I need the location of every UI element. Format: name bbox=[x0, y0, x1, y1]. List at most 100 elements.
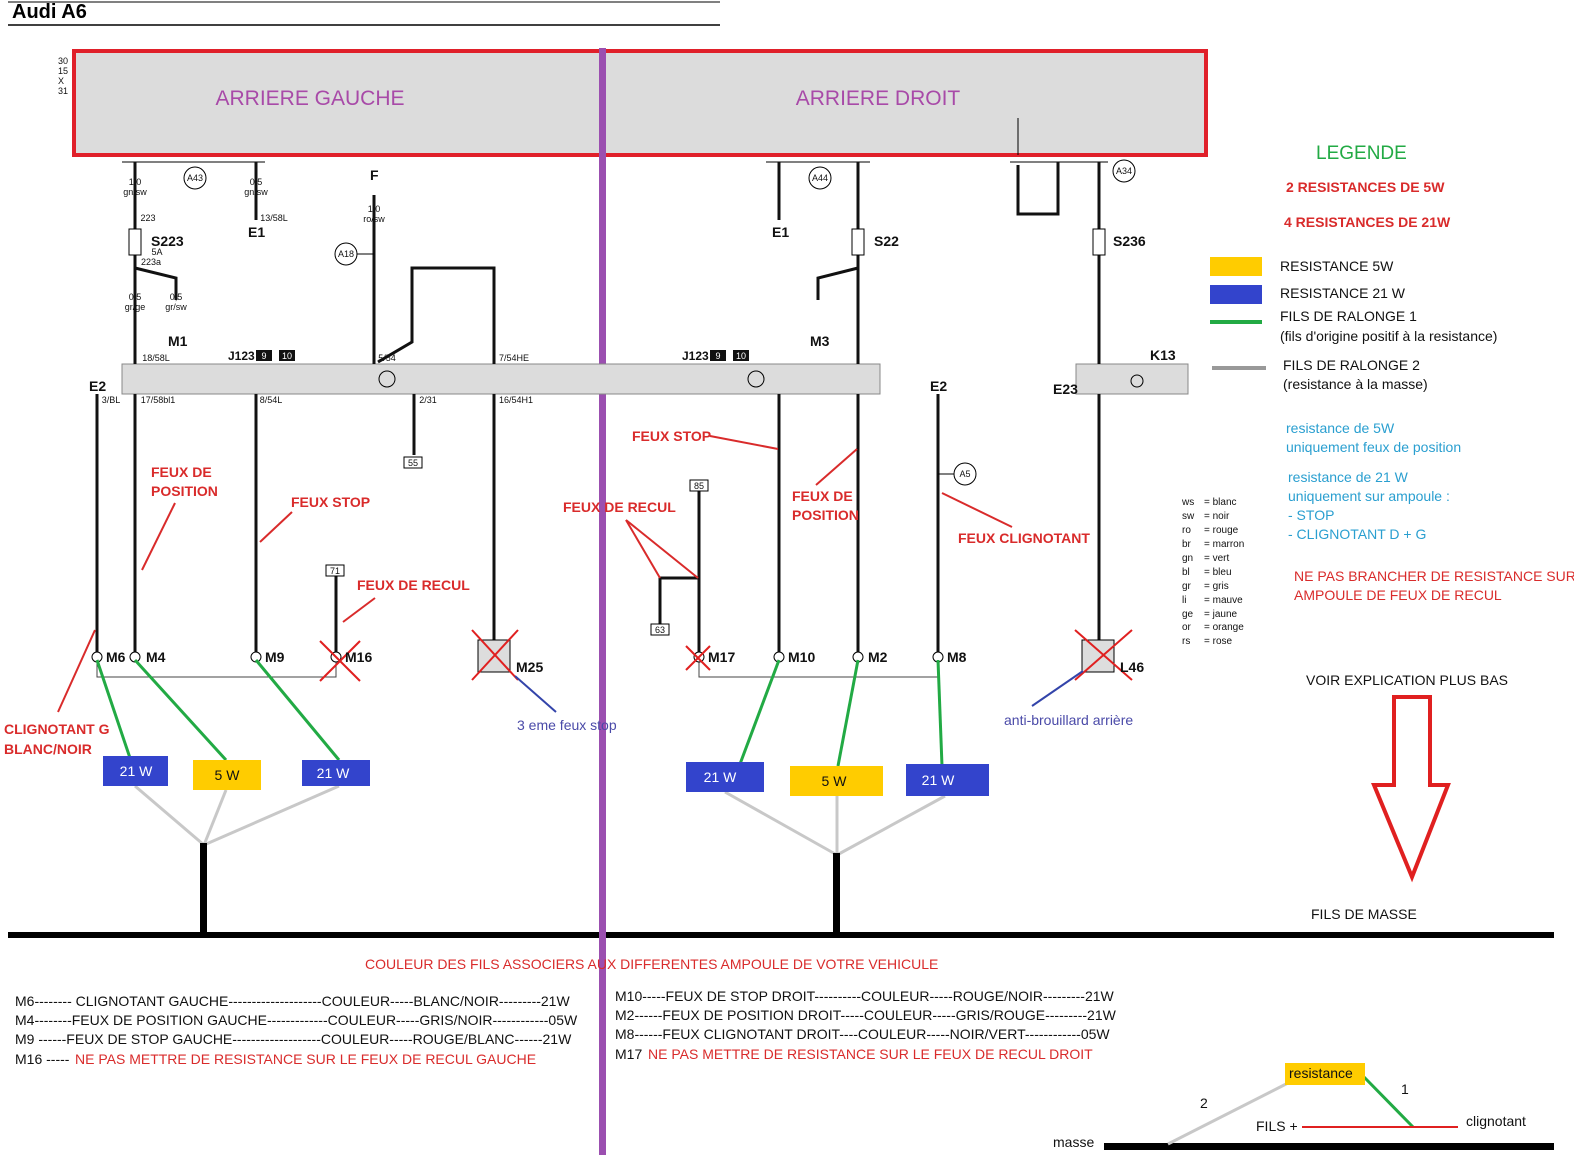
svg-text:CLIGNOTANT G: CLIGNOTANT G bbox=[4, 721, 110, 737]
svg-text:9: 9 bbox=[261, 351, 266, 361]
svg-text:0,5: 0,5 bbox=[170, 292, 183, 302]
svg-text:= rouge: = rouge bbox=[1204, 525, 1239, 536]
svg-text:= vert: = vert bbox=[1204, 553, 1230, 564]
svg-text:18/58L: 18/58L bbox=[142, 353, 170, 363]
svg-text:FEUX DE RECUL: FEUX DE RECUL bbox=[357, 577, 470, 593]
grey-wires bbox=[134, 784, 946, 857]
resistor-r1 bbox=[686, 762, 764, 792]
component-names: E1 F S223 M1 J123 E2 M6 M4 M9 M16 M25 E1… bbox=[89, 167, 1176, 675]
svg-text:2: 2 bbox=[1200, 1095, 1208, 1111]
svg-text:21 W: 21 W bbox=[317, 765, 350, 781]
svg-text:0,5: 0,5 bbox=[250, 177, 263, 187]
svg-text:= jaune: = jaune bbox=[1204, 609, 1238, 620]
svg-text:gn: gn bbox=[1182, 553, 1193, 564]
svg-text:= gris: = gris bbox=[1204, 581, 1229, 592]
svg-text:M17: M17 bbox=[615, 1046, 642, 1062]
svg-text:POSITION: POSITION bbox=[151, 483, 218, 499]
svg-text:M17: M17 bbox=[708, 649, 735, 665]
svg-text:3/BL: 3/BL bbox=[102, 395, 121, 405]
rail-labels: 30 15 X 31 bbox=[58, 56, 68, 96]
svg-text:FEUX DE: FEUX DE bbox=[151, 464, 212, 480]
svg-text:gr/ge: gr/ge bbox=[125, 302, 146, 312]
svg-text:63: 63 bbox=[655, 625, 665, 635]
header-left: ARRIERE GAUCHE bbox=[215, 87, 404, 110]
page-title: Audi A6 bbox=[12, 1, 87, 23]
annotation-pointers bbox=[57, 435, 1013, 713]
svg-text:VOIR EXPLICATION PLUS BAS: VOIR EXPLICATION PLUS BAS bbox=[1306, 672, 1508, 688]
svg-text:J123: J123 bbox=[682, 349, 709, 363]
a5-label: A5 bbox=[959, 469, 970, 479]
bottom-heading: COULEUR DES FILS ASSOCIERS AUX DIFFERENT… bbox=[365, 956, 938, 972]
svg-text:7/54HE: 7/54HE bbox=[499, 353, 529, 363]
svg-text:223: 223 bbox=[140, 213, 155, 223]
header-right: ARRIERE DROIT bbox=[796, 87, 961, 110]
svg-text:FEUX STOP: FEUX STOP bbox=[632, 428, 711, 444]
module-bar bbox=[121, 363, 881, 395]
svg-text:gr/sw: gr/sw bbox=[165, 302, 187, 312]
svg-text:gn/sw: gn/sw bbox=[123, 187, 147, 197]
svg-text:10: 10 bbox=[282, 351, 292, 361]
svg-text:M8: M8 bbox=[947, 649, 967, 665]
svg-text:resistance de 21 W: resistance de 21 W bbox=[1288, 469, 1409, 485]
svg-text:M10-----FEUX DE STOP DROIT----: M10-----FEUX DE STOP DROIT----------COUL… bbox=[615, 988, 1115, 1004]
a18-label: A18 bbox=[338, 249, 354, 259]
svg-text:15: 15 bbox=[58, 66, 68, 76]
svg-text:5A: 5A bbox=[151, 247, 162, 257]
svg-text:1,0: 1,0 bbox=[368, 204, 381, 214]
svg-text:31: 31 bbox=[58, 86, 68, 96]
svg-text:2 RESISTANCES DE 5W: 2 RESISTANCES DE 5W bbox=[1286, 179, 1445, 195]
svg-text:FILS +: FILS + bbox=[1256, 1118, 1298, 1134]
svg-text:M2: M2 bbox=[868, 649, 888, 665]
svg-text:4 RESISTANCES DE 21W: 4 RESISTANCES DE 21W bbox=[1284, 214, 1451, 230]
excluded-lamp-marks bbox=[319, 629, 1133, 682]
svg-text:5/54: 5/54 bbox=[378, 353, 396, 363]
color-key: ws= blanc sw= noir ro= rouge br= marron … bbox=[1181, 497, 1244, 647]
svg-text:X: X bbox=[58, 76, 64, 86]
svg-text:(fils d'origine positif à la r: (fils d'origine positif à la resistance) bbox=[1280, 328, 1497, 344]
svg-text:FILS DE RALONGE 2: FILS DE RALONGE 2 bbox=[1283, 357, 1420, 373]
annotations-red: FEUX DE POSITION FEUX STOP FEUX DE RECUL… bbox=[4, 428, 1090, 757]
ground-post-right bbox=[833, 853, 840, 934]
svg-text:= rose: = rose bbox=[1204, 636, 1233, 647]
ground-symbol-2 bbox=[747, 370, 765, 388]
svg-text:uniquement feux de position: uniquement feux de position bbox=[1286, 439, 1461, 455]
a34-label: A34 bbox=[1116, 166, 1132, 176]
svg-text:M16 -----: M16 ----- bbox=[15, 1051, 70, 1067]
third-stop-label: 3 eme feux stop bbox=[517, 717, 617, 733]
svg-text:or: or bbox=[1182, 622, 1192, 633]
svg-text:NE PAS BRANCHER DE RESISTANCE: NE PAS BRANCHER DE RESISTANCE SUR bbox=[1294, 568, 1574, 584]
down-arrow bbox=[1371, 695, 1451, 883]
resistor-l2 bbox=[193, 760, 261, 790]
ground-symbol-1 bbox=[378, 370, 396, 388]
svg-text:9: 9 bbox=[715, 351, 720, 361]
svg-text:FILS DE RALONGE 1: FILS DE RALONGE 1 bbox=[1280, 308, 1417, 324]
resistor-l1 bbox=[103, 756, 168, 786]
svg-text:17/58bl1: 17/58bl1 bbox=[141, 395, 176, 405]
svg-text:FEUX DE RECUL: FEUX DE RECUL bbox=[563, 499, 676, 515]
svg-text:FEUX CLIGNOTANT: FEUX CLIGNOTANT bbox=[958, 530, 1090, 546]
svg-text:M1: M1 bbox=[168, 333, 188, 349]
svg-text:sw: sw bbox=[1182, 511, 1195, 522]
svg-text:br: br bbox=[1182, 539, 1192, 550]
svg-text:ge: ge bbox=[1182, 609, 1194, 620]
svg-text:M25: M25 bbox=[516, 659, 543, 675]
k13-symbol bbox=[1130, 374, 1144, 388]
svg-text:21 W: 21 W bbox=[704, 769, 737, 785]
fils-masse-label: FILS DE MASSE bbox=[1311, 906, 1417, 922]
svg-text:16/54H1: 16/54H1 bbox=[499, 395, 533, 405]
svg-text:71: 71 bbox=[330, 566, 340, 576]
svg-text:RESISTANCE 5W: RESISTANCE 5W bbox=[1280, 258, 1394, 274]
svg-text:55: 55 bbox=[408, 458, 418, 468]
resistors: 21 W 5 W 21 W 21 W 5 W 21 W bbox=[103, 756, 989, 796]
svg-text:10: 10 bbox=[736, 351, 746, 361]
svg-text:uniquement sur ampoule :: uniquement sur ampoule : bbox=[1288, 488, 1450, 504]
svg-text:= marron: = marron bbox=[1204, 539, 1244, 550]
svg-text:21 W: 21 W bbox=[922, 772, 955, 788]
svg-text:E2: E2 bbox=[89, 378, 106, 394]
connector-circles: A43 A18 A44 A34 A5 bbox=[183, 159, 1136, 486]
ground-post-left bbox=[200, 843, 207, 934]
svg-text:5 W: 5 W bbox=[215, 767, 241, 783]
svg-text:8/54L: 8/54L bbox=[260, 395, 283, 405]
svg-text:2/31: 2/31 bbox=[419, 395, 437, 405]
svg-text:= noir: = noir bbox=[1204, 511, 1230, 522]
